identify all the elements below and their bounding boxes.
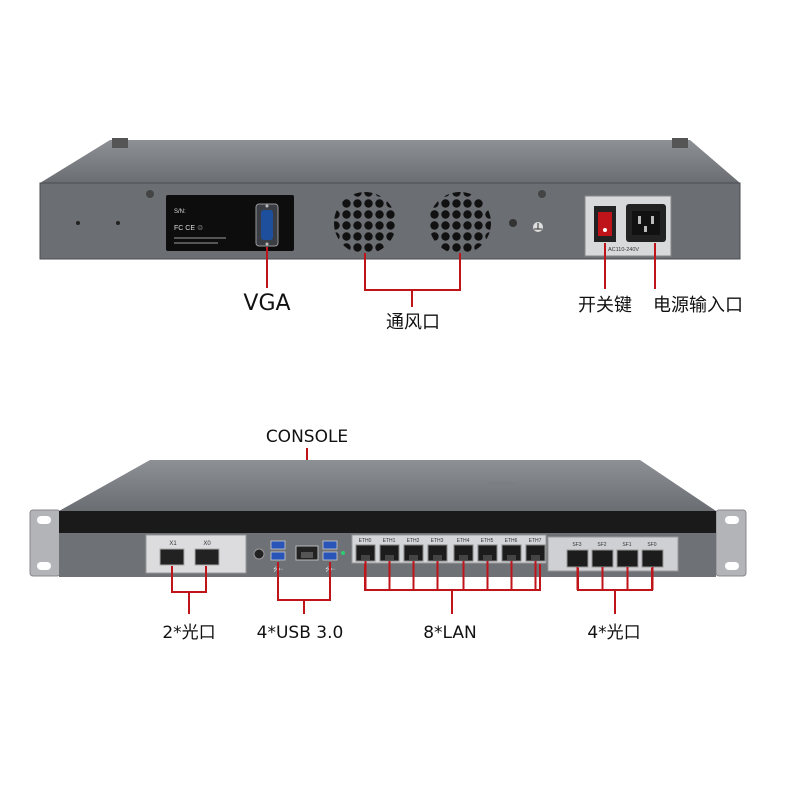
- usb-port[interactable]: [322, 540, 338, 550]
- eth-label: ETH3: [431, 538, 444, 544]
- sfp-right-ports: SF3 SF2 SF1 SF0: [566, 542, 664, 568]
- vga-port[interactable]: [255, 203, 279, 247]
- screw-icon: [538, 190, 546, 198]
- eth-label: ETH2: [407, 538, 420, 544]
- eth-port-6[interactable]: [501, 544, 522, 562]
- power-inlet[interactable]: [626, 204, 666, 242]
- ground-symbol-icon: [533, 222, 543, 232]
- eth-port-7[interactable]: [525, 544, 546, 562]
- fan-vent-left: [333, 191, 397, 255]
- sfp-right-label: SF1: [622, 542, 631, 548]
- sfp-port-sf3[interactable]: [566, 549, 589, 568]
- front-panel: CONSOLE X1 X0 ⭍⇠: [29, 427, 747, 643]
- callout-vga: VGA: [243, 291, 290, 316]
- callout-power-input: 电源输入口: [653, 295, 743, 316]
- usb-port[interactable]: [270, 551, 286, 561]
- eth-port-4[interactable]: [453, 544, 474, 562]
- rack-ear-left: [29, 509, 61, 577]
- callout-usb: 4*USB 3.0: [257, 623, 344, 643]
- sfp-port-x1[interactable]: [159, 548, 185, 566]
- callout-power-switch: 开关键: [578, 295, 632, 316]
- eth-port-1[interactable]: [379, 544, 400, 562]
- sfp-port-x0[interactable]: [194, 548, 220, 566]
- certification-marks: FC CE ♲: [174, 225, 203, 232]
- label-fine-print: [174, 237, 226, 239]
- sfp-label-x0: X0: [203, 541, 211, 547]
- front-power-button[interactable]: [253, 548, 265, 560]
- callout-optical-2: 2*光口: [162, 623, 215, 643]
- fan-vent-right: [428, 191, 492, 255]
- screw-hole-icon: [116, 221, 120, 225]
- rear-chassis-top: [40, 140, 740, 183]
- usb-port[interactable]: [270, 540, 286, 550]
- eth-label: ETH0: [359, 538, 372, 544]
- rack-ear-right: [715, 509, 747, 577]
- eth-label: ETH7: [529, 538, 542, 544]
- ground-screw-icon: [509, 219, 517, 227]
- power-rating-label: AC110-240V: [608, 247, 639, 253]
- sfp-port-sf2[interactable]: [591, 549, 614, 568]
- eth-label: ETH6: [505, 538, 518, 544]
- sfp-port-sf1[interactable]: [616, 549, 639, 568]
- screw-icon: [146, 190, 154, 198]
- eth-label: ETH4: [457, 538, 470, 544]
- chassis-vent-slot: [488, 482, 514, 488]
- rear-ear-left: [112, 138, 128, 148]
- serial-label: S/N:: [174, 209, 186, 215]
- callout-console: CONSOLE: [266, 427, 348, 447]
- rear-ear-right: [672, 138, 688, 148]
- usb-port[interactable]: [322, 551, 338, 561]
- rear-panel: S/N: FC CE ♲: [39, 138, 743, 333]
- front-chassis-top: [59, 460, 716, 511]
- callout-lan: 8*LAN: [423, 623, 477, 643]
- eth-port-3[interactable]: [427, 544, 448, 562]
- sfp-label-x1: X1: [169, 541, 177, 547]
- lan-ports: ETH0 ETH1 ETH2 ETH3 ETH4 ETH5 ETH6 ETH7: [355, 538, 546, 562]
- eth-port-0[interactable]: [355, 544, 376, 562]
- screw-hole-icon: [76, 221, 80, 225]
- power-switch[interactable]: [594, 206, 616, 242]
- eth-port-2[interactable]: [403, 544, 424, 562]
- sfp-right-label: SF2: [597, 542, 606, 548]
- callout-optical-4: 4*光口: [587, 623, 640, 643]
- front-bezel-stripe: [59, 511, 716, 533]
- callout-vent: 通风口: [386, 312, 440, 333]
- sfp-right-label: SF0: [647, 542, 656, 548]
- status-led: [341, 551, 345, 555]
- sfp-right-label: SF3: [572, 542, 581, 548]
- console-port[interactable]: [295, 545, 319, 561]
- eth-label: ETH5: [481, 538, 494, 544]
- eth-port-5[interactable]: [477, 544, 498, 562]
- label-fine-print: [174, 242, 218, 244]
- eth-label: ETH1: [383, 538, 396, 544]
- sfp-port-sf0[interactable]: [641, 549, 664, 568]
